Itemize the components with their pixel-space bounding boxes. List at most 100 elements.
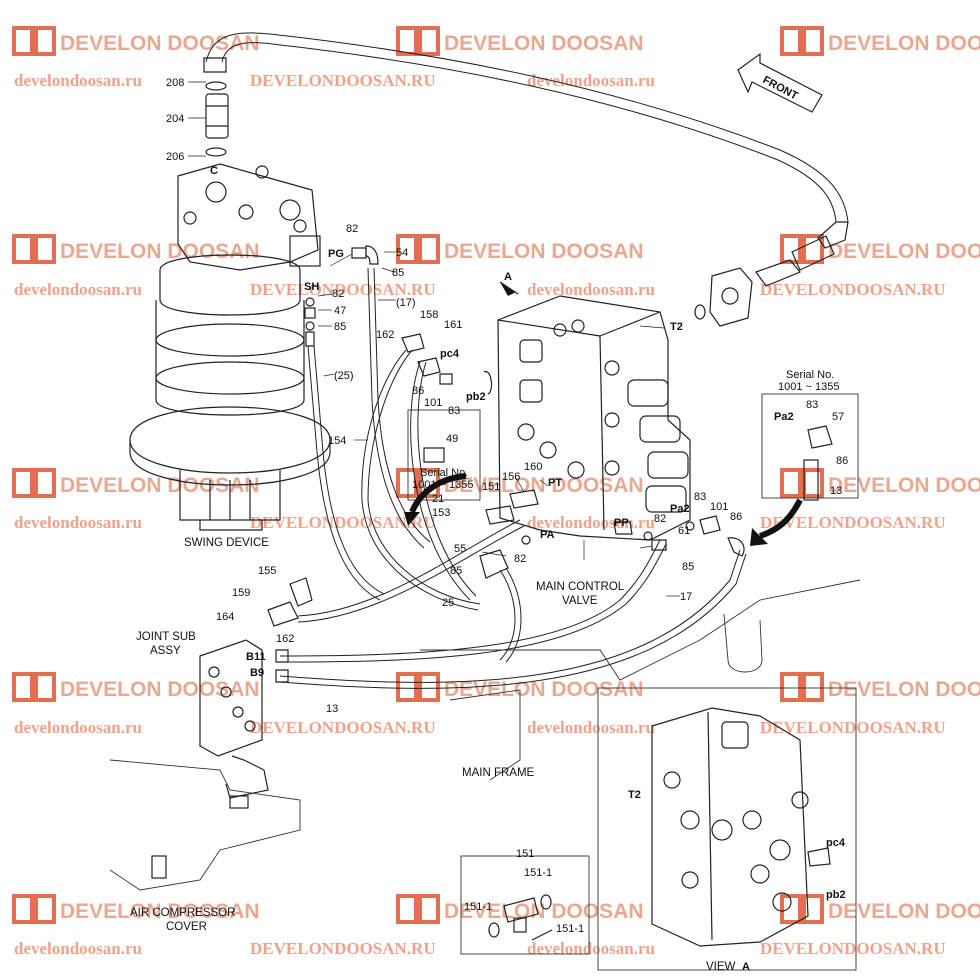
pn-83c: 83 [806,399,818,411]
pn-85d: 85 [682,561,694,573]
caption-arrow-a: A [504,271,512,283]
pn-17a: (17) [396,297,416,309]
pn-151: 151 [482,481,500,493]
serial-notes: Serial No. 1001 ~ 1355 Serial No. 1001 ~… [412,369,839,491]
caption-air-comp-2: COVER [166,921,207,933]
detail-151-box [460,855,590,955]
caption-swing-device: SWING DEVICE [184,537,269,549]
part-numbers: 208 204 206 82 54 85 82 47 85 (17) (25) … [166,77,848,935]
pn-160: 160 [524,461,542,473]
svg-text:FRONT: FRONT [761,74,800,103]
port-labels: C PG SH pc4 pb2 PT PA PP Pa2 Pa2 T2 B11 … [210,165,846,901]
watermark-brand-7: DEVELON DOOSAN [12,468,260,498]
pn-25a: (25) [334,370,354,382]
port-t2: T2 [670,321,683,333]
pn-153: 153 [432,507,450,519]
watermark-url-14: develondoosan.ru [527,718,655,737]
pn-21: 21 [432,493,444,505]
pn-82c: 82 [514,553,526,565]
pn-83a: 83 [448,405,460,417]
watermark-brand-1: DEVELON DOOSAN [12,26,260,56]
pn-206: 206 [166,151,184,163]
pn-156: 156 [502,471,520,483]
pn-85c: 85 [450,565,462,577]
pn-54: 54 [396,247,408,259]
watermark-brand-12: DEVELON DOOSAN [780,672,980,702]
watermark-brand-13: DEVELON DOOSAN [12,894,260,924]
swing-device [129,81,331,531]
port-pb2: pb2 [466,391,486,403]
pn-86a: 86 [412,385,424,397]
pn-d151: 151 [516,848,534,860]
pn-13b: 13 [326,703,338,715]
pn-13a: 13 [830,485,842,497]
main-frame-outline [109,579,861,891]
port-b11: B11 [246,651,266,663]
watermark-url-15: DEVELONDOOSAN.RU [760,718,946,737]
serial-left-line2: 1001 ~ 1355 [412,479,473,491]
watermark-url-2: DEVELONDOOSAN.RU [250,71,436,90]
watermark-brand-9: DEVELON DOOSAN [780,468,980,498]
mcv-fittings [401,333,745,579]
pn-101a: 101 [424,397,442,409]
pn-162a: 162 [376,329,394,341]
pn-162b: 162 [276,633,294,645]
caption-view-a: VIEW [706,961,736,973]
pn-82a: 82 [346,223,358,235]
pn-164: 164 [216,611,234,623]
pn-85a: 85 [392,267,404,279]
port-pb2-view: pb2 [826,889,846,901]
svg-text:DEVELON DOOSAN: DEVELON DOOSAN [444,32,644,55]
watermark-url-6: develondoosan.ru [527,280,655,299]
svg-text:DEVELON DOOSAN: DEVELON DOOSAN [444,678,644,701]
watermark-url-18: develondoosan.ru [527,939,655,958]
pn-86b: 86 [730,511,742,523]
port-sh: SH [304,281,319,293]
pn-159: 159 [232,587,250,599]
pn-83b: 83 [694,491,706,503]
svg-text:DEVELON DOOSAN: DEVELON DOOSAN [60,900,260,923]
svg-text:DEVELON DOOSAN: DEVELON DOOSAN [60,32,260,55]
top-drain-hose [203,32,849,249]
pn-17b: 17 [680,591,692,603]
t2-flange-fitting [694,235,835,327]
pn-155: 155 [258,565,276,577]
svg-text:DEVELON DOOSAN: DEVELON DOOSAN [444,474,644,497]
watermark-brand-6: DEVELON DOOSAN [780,234,980,264]
watermark-url-5: DEVELONDOOSAN.RU [250,280,436,299]
pn-47: 47 [334,305,346,317]
watermark-url-16: develondoosan.ru [14,939,142,958]
watermark-url-8: develondoosan.ru [14,513,142,532]
caption-main-cv-1: MAIN CONTROL [536,581,625,593]
caption-view-a-letter: A [742,961,750,973]
swing-fittings [304,245,379,347]
watermark-url-3: develondoosan.ru [527,71,655,90]
watermark-url-9: DEVELONDOOSAN.RU [250,513,436,532]
hose-bundle [279,267,747,689]
serial-right-line2: 1001 ~ 1355 [778,381,839,393]
port-pp: PP [614,517,629,529]
watermark-brand-2: DEVELON DOOSAN [396,26,644,56]
caption-main-cv-2: VALVE [562,595,598,607]
joint-sub-assy [199,577,313,799]
pn-61: 61 [678,525,690,537]
port-c: C [210,165,218,177]
view-a-box [597,687,857,971]
pn-86c: 86 [836,455,848,467]
left-serial-inset [404,409,481,526]
serial-right-line1: Serial No. [786,369,834,381]
port-b9: B9 [250,667,264,679]
watermark-brand-10: DEVELON DOOSAN [12,672,260,702]
pn-101b: 101 [710,501,728,513]
port-pa2-inset: Pa2 [774,411,794,423]
pn-49: 49 [446,433,458,445]
front-arrow: FRONT [737,52,823,113]
watermark-url-19: DEVELONDOOSAN.RU [760,939,946,958]
watermark-url-10: develondoosan.ru [527,513,655,532]
svg-text:DEVELON DOOSAN: DEVELON DOOSAN [60,678,260,701]
pn-57: 57 [832,411,844,423]
svg-text:DEVELON DOOSAN: DEVELON DOOSAN [828,474,980,497]
svg-text:DEVELON DOOSAN: DEVELON DOOSAN [828,240,980,263]
watermark-url-7: DEVELONDOOSAN.RU [760,280,946,299]
